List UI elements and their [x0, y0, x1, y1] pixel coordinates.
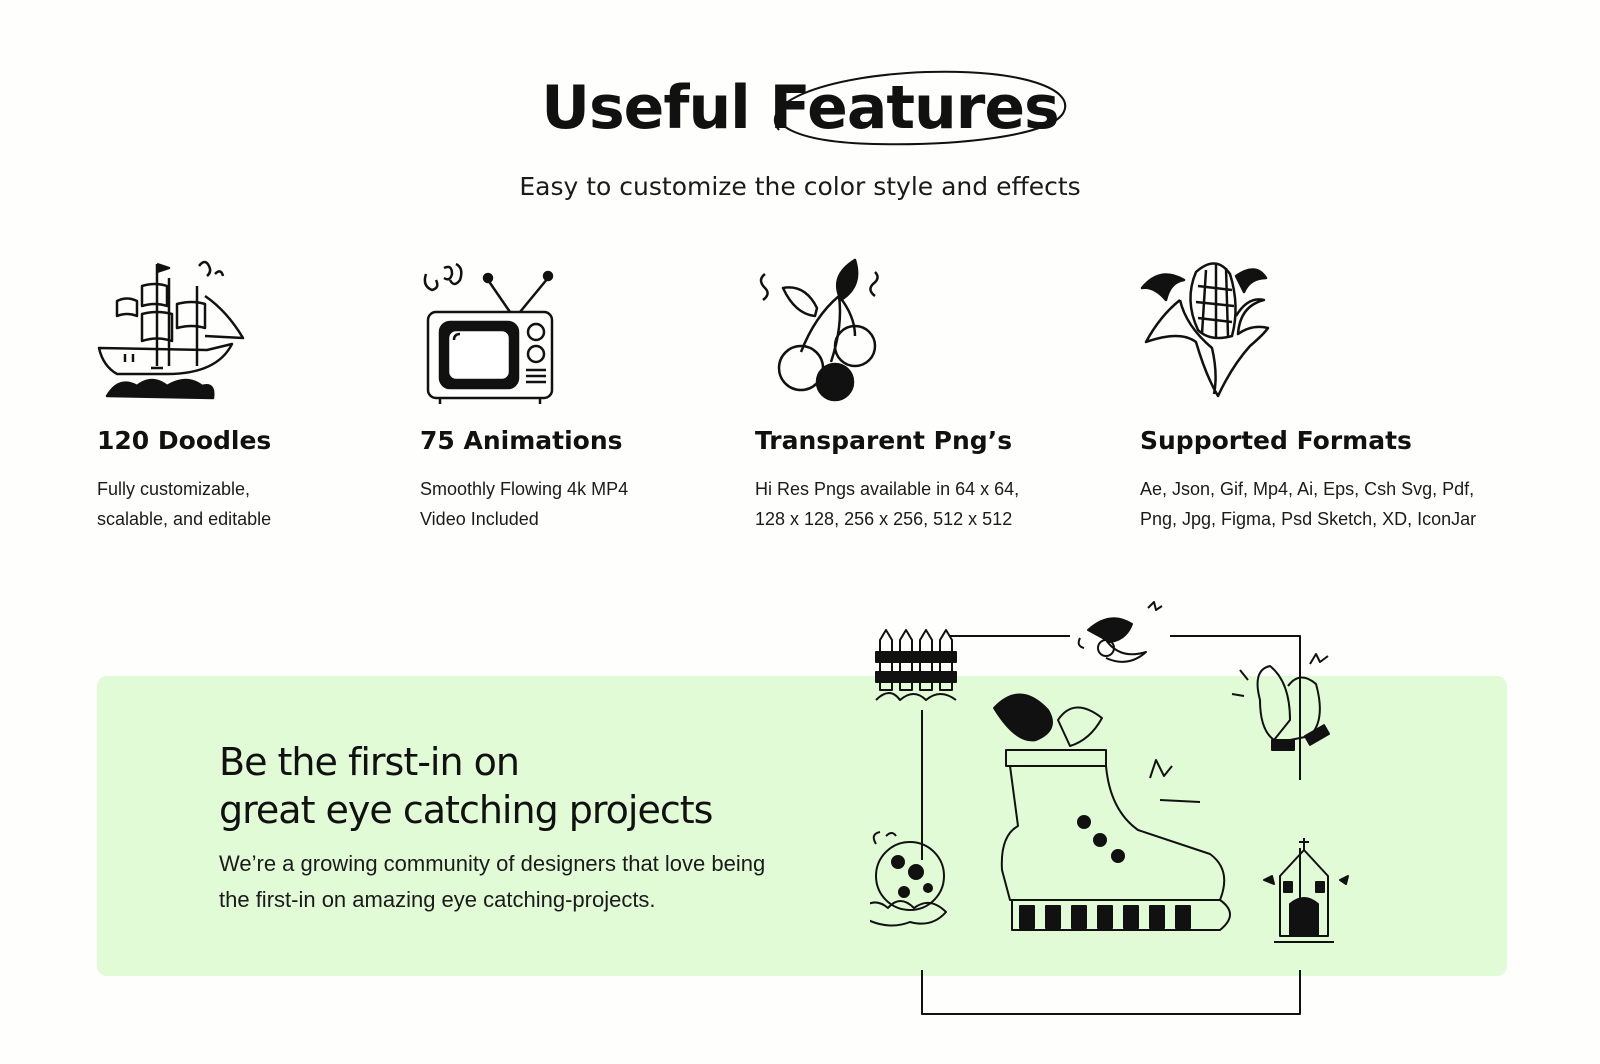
fence-icon: [875, 629, 957, 701]
banner-heading: Be the first-in on great eye catching pr…: [219, 738, 713, 834]
feature-desc-line: Fully customizable,: [97, 479, 251, 499]
banner-text-line: We’re a growing community of designers t…: [219, 851, 766, 876]
feature-desc-line: Video Included: [420, 509, 539, 529]
feature-animations: 75 Animations Smoothly Flowing 4k MP4 Vi…: [420, 256, 780, 529]
feature-desc-line: Hi Res Pngs available in 64 x 64,: [755, 479, 1020, 499]
feature-desc-line: 128 x 128, 256 x 256, 512 x 512: [755, 509, 1013, 529]
feature-description: Smoothly Flowing 4k MP4 Video Included: [420, 474, 800, 534]
clapping-hands-icon: [1231, 653, 1331, 751]
feature-desc-line: scalable, and editable: [97, 509, 272, 529]
feature-doodles: 120 Doodles Fully customizable, scalable…: [97, 256, 457, 529]
feature-desc-line: Png, Jpg, Figma, Psd Sketch, XD, IconJar: [1140, 509, 1477, 529]
header: Useful Features: [0, 70, 1600, 146]
promo-banner: Be the first-in on great eye catching pr…: [97, 676, 1507, 976]
doodle-collage: [870, 601, 1349, 1015]
feature-title: Supported Formats: [1140, 426, 1412, 455]
page-subtitle: Easy to customize the color style and ef…: [519, 172, 1081, 201]
feature-description: Ae, Json, Gif, Mp4, Ai, Eps, Csh Svg, Pd…: [1140, 474, 1520, 534]
radish-icon: [1077, 601, 1163, 663]
feature-formats: Supported Formats Ae, Json, Gif, Mp4, Ai…: [1140, 256, 1500, 529]
boot-icon: [993, 693, 1231, 931]
moon-clouds-icon: [870, 831, 947, 927]
page-title: Useful Features: [541, 70, 1066, 146]
feature-description: Fully customizable, scalable, and editab…: [97, 474, 477, 534]
title-word-2-circled: Features: [770, 70, 1066, 146]
feature-pngs: Transparent Png’s Hi Res Pngs available …: [755, 256, 1115, 529]
feature-title: 75 Animations: [420, 426, 623, 455]
feature-description: Hi Res Pngs available in 64 x 64, 128 x …: [755, 474, 1135, 534]
title-word-1: Useful: [541, 73, 751, 143]
feature-desc-line: Smoothly Flowing 4k MP4: [420, 479, 629, 499]
banner-text-line: the first-in on amazing eye catching-pro…: [219, 887, 656, 912]
feature-title: Transparent Png’s: [755, 426, 1013, 455]
corn-icon: [1140, 262, 1270, 398]
cherries-icon: [759, 258, 879, 402]
banner-heading-line: Be the first-in on: [219, 740, 520, 784]
ship-icon: [97, 260, 245, 400]
feature-title: 120 Doodles: [97, 426, 272, 455]
church-icon: [1263, 838, 1349, 943]
banner-text: We’re a growing community of designers t…: [219, 846, 819, 918]
title-word-2: Features: [769, 73, 1060, 143]
feature-desc-line: Ae, Json, Gif, Mp4, Ai, Eps, Csh Svg, Pd…: [1140, 479, 1475, 499]
banner-heading-line: great eye catching projects: [219, 788, 713, 832]
tv-icon: [423, 262, 554, 404]
